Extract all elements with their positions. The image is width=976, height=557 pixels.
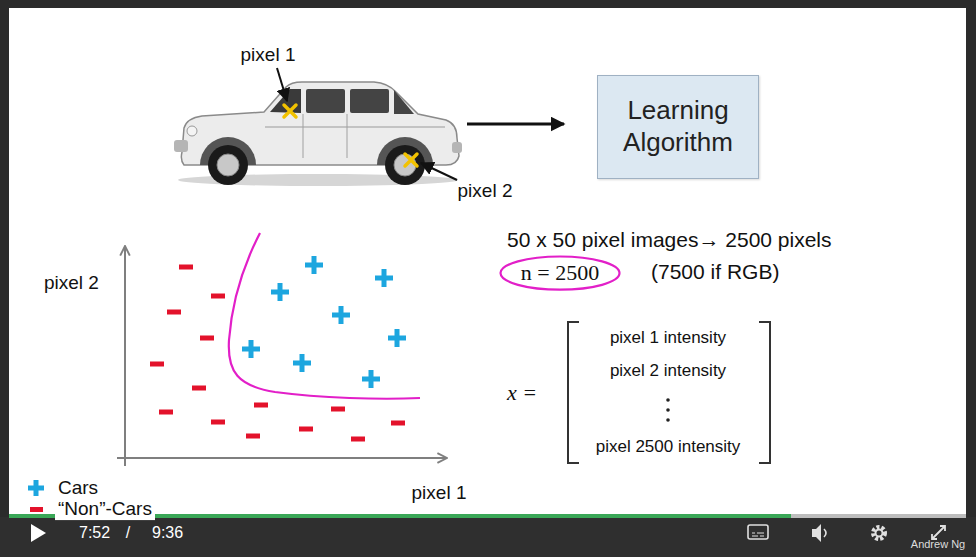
- time-total: 9:36: [152, 524, 183, 542]
- door-line: [347, 114, 348, 158]
- vector-entry: pixel 2 intensity: [610, 361, 726, 381]
- author-watermark: Andrew Ng: [911, 538, 965, 551]
- front-bumper: [174, 140, 188, 152]
- input-arrow: [467, 123, 564, 126]
- highlight-oval: n = 2500: [499, 255, 621, 291]
- minus-mark: [159, 410, 173, 415]
- plus-mark: [271, 283, 289, 301]
- minus-mark: [179, 265, 193, 270]
- plus-mark: [293, 354, 311, 372]
- play-icon: [31, 524, 46, 542]
- headlight: [187, 126, 197, 136]
- progress-rest: [791, 514, 966, 518]
- vector-name: x =: [507, 380, 537, 405]
- wheel-hub: [394, 154, 416, 176]
- car-window: [350, 89, 389, 113]
- process-box: Learning Algorithm: [597, 75, 759, 179]
- plus-mark: [362, 370, 380, 388]
- note-text: 50 x 50 pixel images→ 2500 pixels: [507, 228, 832, 252]
- volume-icon: [812, 524, 821, 542]
- car-window: [306, 89, 345, 113]
- leader-line: [421, 163, 457, 180]
- plus-mark: [375, 269, 393, 287]
- non-car-points: [150, 265, 405, 442]
- settings-gear: [873, 527, 885, 539]
- car-points: [242, 256, 406, 388]
- car-trim: [265, 127, 445, 128]
- legend-text: “Non”-Cars: [55, 498, 155, 520]
- minus-mark: [192, 386, 206, 391]
- minus-mark: [246, 434, 260, 439]
- vector-entry: pixel 1 intensity: [610, 328, 726, 348]
- car-rear-window: [394, 90, 414, 114]
- y-axis: [124, 246, 126, 466]
- minus-mark: [211, 420, 225, 425]
- axis-label: pixel 1: [412, 482, 467, 504]
- minus-mark: [299, 427, 313, 432]
- wheel: [208, 145, 248, 185]
- node-text: Learning Algorithm: [607, 95, 749, 158]
- minus-mark: [200, 336, 214, 341]
- minus-mark: [167, 310, 181, 315]
- vector-entry: pixel 2500 intensity: [596, 437, 741, 457]
- leader-line: [277, 68, 287, 101]
- note-text: (7500 if RGB): [651, 260, 779, 284]
- wheel: [385, 145, 425, 185]
- decision-boundary: [229, 233, 420, 399]
- time-separator: /: [126, 524, 130, 542]
- car-picture: [174, 82, 462, 186]
- plus-mark: [332, 306, 350, 324]
- right-bracket: [759, 322, 770, 463]
- minus-mark: [150, 362, 164, 367]
- minus-mark: [254, 403, 268, 408]
- time-current: 7:52: [79, 524, 110, 542]
- volume-wave: [824, 529, 826, 537]
- plus-mark: [388, 329, 406, 347]
- legend-plus: [28, 480, 44, 496]
- captions-icon: [748, 525, 768, 539]
- callout-label: pixel 2: [458, 180, 513, 202]
- ellipsis-dot: [666, 418, 670, 422]
- callout-label: pixel 1: [241, 44, 296, 66]
- node-text: n = 2500: [521, 260, 599, 287]
- plus-mark: [305, 256, 323, 274]
- minus-mark: [391, 421, 405, 426]
- legend-text: Cars: [55, 477, 101, 499]
- player-bar: [0, 517, 976, 557]
- slide-ground: [9, 8, 966, 517]
- x-axis: [117, 457, 447, 459]
- minus-mark: [351, 437, 365, 442]
- wheel-hub: [217, 154, 239, 176]
- captions-lines: [752, 533, 764, 536]
- minus-mark: [211, 294, 225, 299]
- door-line: [303, 114, 304, 158]
- ellipsis-dot: [666, 408, 670, 412]
- oval-stroke: [501, 256, 620, 289]
- pixel-marker: [284, 105, 296, 117]
- axis-label: pixel 2: [44, 272, 99, 294]
- settings-hub: [876, 530, 883, 537]
- plus-mark: [242, 340, 260, 358]
- ellipsis-dot: [666, 398, 670, 402]
- legend-minus: [30, 507, 43, 512]
- pixel-marker: [405, 154, 417, 166]
- left-bracket: [568, 322, 579, 463]
- fullscreen-icon: [932, 526, 945, 539]
- car-windshield: [270, 89, 301, 113]
- minus-mark: [331, 407, 345, 412]
- rear-bumper: [452, 142, 462, 153]
